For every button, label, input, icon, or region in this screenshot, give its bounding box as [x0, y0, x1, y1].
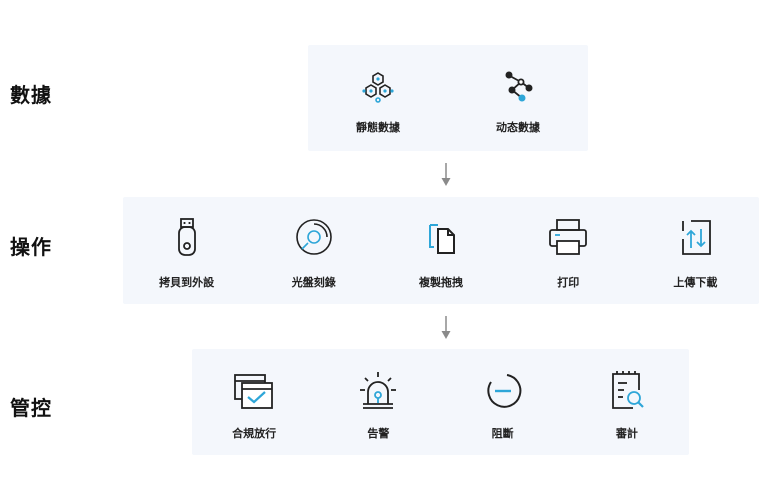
- upload-download-icon: [675, 215, 715, 259]
- item-alarm[interactable]: 告警: [316, 349, 440, 455]
- control-panel: 合規放行 告警 阻斷: [192, 349, 689, 455]
- item-copy-drag[interactable]: 複製拖拽: [377, 197, 504, 304]
- item-audit[interactable]: 審計: [565, 349, 689, 455]
- optical-disc-icon: [294, 215, 334, 259]
- item-label: 合規放行: [232, 427, 277, 440]
- audit-document-icon: [607, 369, 647, 413]
- item-label: 靜態數據: [356, 121, 400, 134]
- item-label: 拷貝到外設: [159, 276, 215, 289]
- data-panel: 靜態數據 动态數據: [308, 45, 588, 151]
- item-block[interactable]: 阻斷: [441, 349, 565, 455]
- item-label: 複製拖拽: [419, 276, 463, 289]
- copy-files-icon: [422, 215, 460, 259]
- row-label-control: 管控: [10, 396, 52, 420]
- item-copy-to-peripheral[interactable]: 拷貝到外設: [123, 197, 250, 304]
- item-label: 阻斷: [491, 427, 514, 440]
- block-circle-icon: [483, 369, 523, 413]
- usb-drive-icon: [172, 215, 202, 259]
- down-arrow-icon: [441, 316, 451, 339]
- alarm-beacon-icon: [357, 369, 399, 413]
- item-label: 光盤刻錄: [291, 276, 336, 289]
- item-upload-download[interactable]: 上傳下載: [632, 197, 759, 304]
- item-label: 審計: [615, 427, 638, 440]
- approved-window-icon: [232, 369, 276, 413]
- node-graph-icon: [501, 65, 535, 109]
- item-label: 上傳下載: [673, 276, 718, 289]
- item-label: 打印: [557, 276, 580, 289]
- hexagon-cluster-icon: [361, 65, 395, 109]
- operation-panel: 拷貝到外設 光盤刻錄 複製拖拽: [123, 197, 759, 304]
- item-compliant-release[interactable]: 合規放行: [192, 349, 316, 455]
- item-print[interactable]: 打印: [505, 197, 632, 304]
- item-label: 动态數據: [496, 121, 540, 134]
- item-label: 告警: [367, 427, 390, 440]
- down-arrow-icon: [441, 163, 451, 186]
- item-dynamic-data[interactable]: 动态數據: [448, 45, 588, 151]
- item-static-data[interactable]: 靜態數據: [308, 45, 448, 151]
- printer-icon: [546, 215, 590, 259]
- item-disc-burn[interactable]: 光盤刻錄: [250, 197, 377, 304]
- row-label-data: 數據: [10, 83, 52, 107]
- row-label-operation: 操作: [10, 235, 52, 259]
